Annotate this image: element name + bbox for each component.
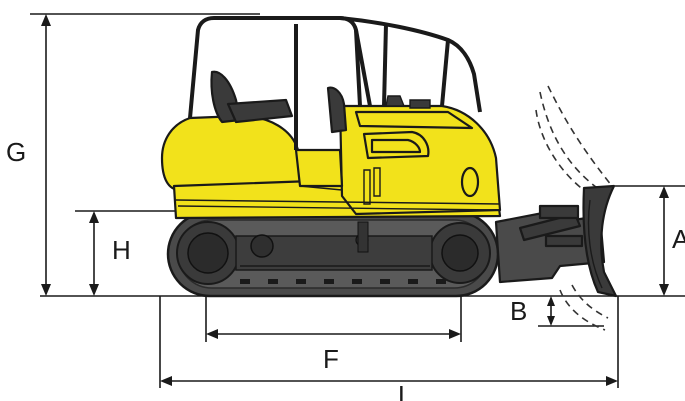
dimension-label-g: G	[6, 137, 26, 167]
hood-window	[362, 130, 430, 160]
arrowheads	[41, 14, 669, 386]
dimension-label-h: H	[112, 235, 131, 265]
dimension-label-a: A	[672, 224, 685, 254]
track-assembly	[166, 210, 500, 298]
dimension-label-b: B	[510, 296, 527, 326]
dimension-label-f: F	[323, 344, 339, 374]
dimension-lines	[30, 13, 685, 388]
blade-assembly	[494, 184, 618, 298]
side-light	[460, 166, 480, 198]
dimension-label-l: L	[398, 380, 412, 401]
dozer-blade	[582, 184, 618, 298]
machine-body	[160, 70, 502, 220]
engine-hood	[160, 114, 302, 192]
rops-canopy	[188, 16, 482, 150]
body-details	[177, 95, 499, 211]
blade-raised-outline	[535, 85, 613, 331]
